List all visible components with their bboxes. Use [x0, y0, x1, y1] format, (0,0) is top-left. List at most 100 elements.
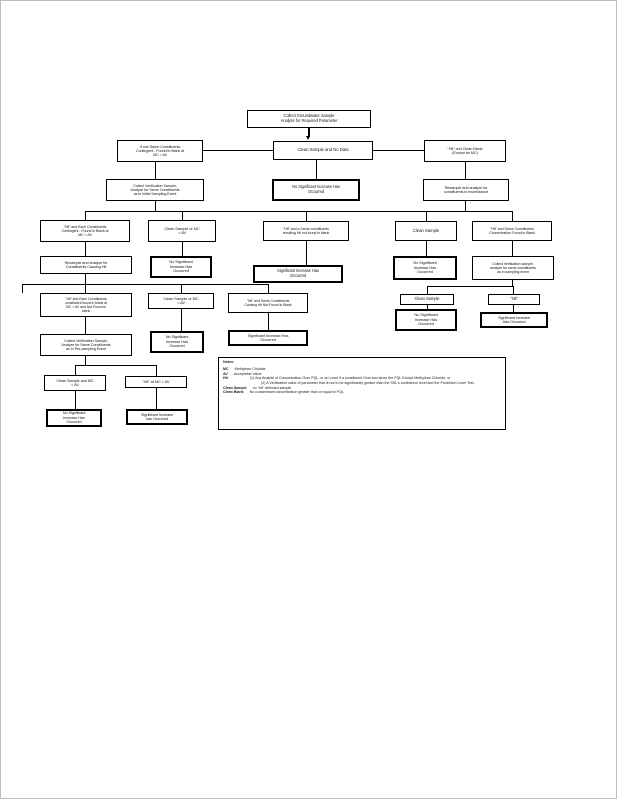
node-label: Collect Verification sample, analyze for… — [490, 261, 536, 275]
node-hit-same-constituents-conc-blank: "Hit" and Same Constituents Concentratio… — [472, 221, 552, 241]
connector — [85, 317, 87, 334]
node-label: "Hit" and a Same constituents resulting … — [282, 226, 330, 235]
node-hit-and-clean-blank: "Hit" and Clean Blank (Except for MC) — [424, 140, 506, 162]
node-label: "Hit" and Same Constituents Causing Hit … — [244, 298, 292, 307]
node-label: Clean Sample or MC < AV — [163, 295, 199, 305]
legend-key: Clean Sample — [223, 385, 247, 390]
node-hit-right: "Hit" — [488, 294, 540, 305]
node-label: Clean Sample — [412, 227, 440, 233]
node-label: No Significant Increase Has Occurred — [62, 410, 86, 425]
connector — [85, 356, 87, 365]
node-label: Clean Sample — [414, 296, 440, 302]
connector — [512, 280, 514, 286]
legend-value: Acceptable Value — [233, 371, 262, 376]
connector — [306, 211, 308, 221]
connector — [268, 284, 270, 293]
connector — [181, 309, 183, 331]
node-clean-sample-right-a: Clean Sample — [395, 221, 457, 241]
node-hit-not-found-in-blank: "Hit" and a Same constituents resulting … — [263, 221, 349, 241]
node-no-significant-increase-right-a: No Significant Increase Has Occurred — [393, 256, 457, 280]
node-hit-each-constituents-blank: "Hit" and Each Constituents Contingent -… — [40, 220, 130, 242]
legend-key: AV — [223, 371, 228, 376]
legend-row: Clean Sample no "hit" detected sample — [223, 386, 502, 390]
legend-box: Notes: MC Methylene Chloride AV Acceptab… — [218, 357, 506, 430]
legend-key: Hit — [223, 376, 228, 381]
node-label: "Hit" and Same Constituents Concentratio… — [489, 226, 535, 235]
connector — [373, 150, 424, 152]
connector — [22, 284, 268, 286]
node-label: "Hit" and Each Constituents constituent … — [65, 296, 107, 314]
connector — [182, 242, 184, 256]
node-collect-verification-sample-initial: Collect Verification Sample, Analyze for… — [106, 179, 204, 201]
node-label: Significant Increase Has Occurred — [277, 268, 319, 278]
node-significant-increase-center-a: Significant Increase Has Occurred — [253, 265, 343, 283]
connector — [126, 211, 512, 213]
node-label: No Significant Increase Has Occurred — [413, 260, 437, 275]
connector — [426, 241, 428, 256]
legend-value: Methylene Chloride — [234, 367, 266, 371]
legend-value: No contaminant concentration greater tha… — [249, 390, 344, 395]
node-label: "Hit" — [510, 296, 518, 302]
legend-sub-line: (2) A Verification value of parameter th… — [261, 380, 475, 385]
node-label: No Significant Increase Has Occurred — [414, 312, 438, 327]
legend-key: MC — [223, 367, 229, 371]
connector — [306, 241, 308, 265]
node-no-significant-increase-b: No Significant Increase Has Occurred — [150, 256, 212, 278]
node-label: Collect Groundwater Sample Analyze for R… — [280, 113, 338, 123]
node-label: Collect Verification Sample, Analyze for… — [130, 183, 180, 197]
node-hit-same-constituents-causing-hit-not-blank: "Hit" and Same Constituents Causing Hit … — [228, 293, 308, 313]
node-significant-increase-right: Significant Increase Has Occurred — [480, 312, 548, 328]
connector — [427, 286, 514, 288]
connector — [75, 391, 77, 409]
node-significant-increase-bottom: Significant Increase has Occurred — [126, 409, 188, 425]
legend-row: MC Methylene Chloride — [223, 367, 502, 371]
node-label: No Significant Increase Has Occurred — [292, 184, 340, 194]
node-no-significant-increase-center-top: No Significant Increase Has Occurred — [272, 179, 360, 201]
node-label: Significant Increase Has Occurred — [498, 314, 530, 324]
node-label: Resample and analyze for Constituents Ca… — [64, 259, 108, 269]
legend-key: Clean Blank — [223, 390, 244, 395]
connector — [156, 365, 158, 376]
node-label: "Hit" at MC > AV — [142, 378, 170, 384]
legend-value: (1) Any Analyte of Concentration Over PQ… — [249, 376, 451, 381]
connector — [75, 365, 156, 367]
connector — [513, 305, 515, 312]
node-label: "Hit" and Clean Blank (Except for MC) — [447, 145, 483, 155]
node-resample-constituents-exceedance: Resample and analyze for constituents in… — [423, 179, 509, 201]
node-no-significant-increase-bottom-left: No Significant Increase Has Occurred — [46, 409, 102, 427]
connector — [155, 201, 157, 211]
node-clean-sample-or-mc-lt-av-a: Clean Sample or MC < AV — [148, 220, 216, 242]
node-collect-groundwater-sample: Collect Groundwater Sample Analyze for R… — [247, 110, 371, 128]
node-clean-sample-or-mc-lt-av-b: Clean Sample or MC < AV — [148, 293, 214, 309]
node-label: Significant Increase Has Occurred — [247, 332, 289, 342]
node-no-significant-increase-right-b: No Significant Increase Has Occurred — [395, 309, 457, 331]
legend-row: Hit (1) Any Analyte of Concentration Ove… — [223, 376, 502, 380]
arrow-head — [306, 136, 311, 140]
connector — [512, 211, 514, 221]
node-label: Clean Sample and No Data — [297, 147, 349, 153]
connector — [268, 313, 270, 330]
node-label: Clean Sample or MC < AV — [164, 225, 200, 235]
node-clean-sample-and-mc-lt-av: Clean Sample and MC < AV — [44, 375, 106, 391]
connector — [85, 274, 87, 284]
connector — [512, 241, 514, 256]
node-label: Significant Increase has Occurred — [141, 411, 173, 421]
legend-value: no "hit" detected sample — [252, 385, 292, 390]
connector — [85, 211, 87, 220]
connector — [155, 162, 157, 179]
node-resample-constituents-causing-hit: Resample and analyze for Constituents Ca… — [40, 256, 132, 274]
connector — [427, 305, 429, 309]
node-no-significant-increase-c: No Significant Increase Has Occurred — [150, 331, 204, 353]
connector — [85, 242, 87, 256]
connector — [426, 211, 428, 221]
connector — [156, 388, 158, 409]
node-same-constituents-found-in-blank: If one Same Constituents Contingent - Fo… — [117, 140, 203, 162]
node-label: Resample and analyze for constituents in… — [443, 184, 489, 194]
connector — [85, 284, 87, 293]
connector — [182, 211, 184, 220]
connector — [75, 365, 77, 375]
connector — [465, 201, 467, 211]
node-label: No Significant Increase Has Occurred — [169, 259, 193, 274]
legend-title: Notes: — [223, 360, 235, 364]
connector — [465, 162, 467, 179]
